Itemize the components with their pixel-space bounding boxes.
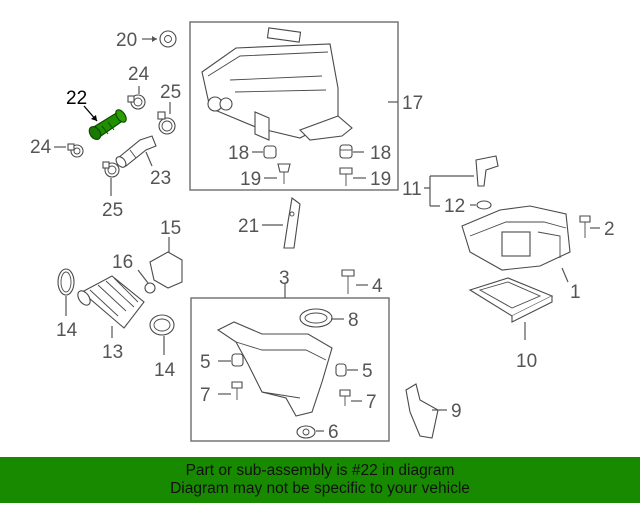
part-20-washer[interactable] [159,30,177,48]
upper-housing-group-box [189,21,399,191]
part-1-air-cleaner-body[interactable] [461,205,571,271]
part-13-intake-bellows[interactable] [75,275,145,329]
callout-16: 16 [112,252,133,273]
callout-10: 10 [516,351,537,372]
part-14-clamp-left[interactable] [57,268,75,296]
part-22-intake-tube-highlighted[interactable] [87,108,128,142]
part-21-bracket[interactable] [283,197,301,249]
part-16-clip[interactable] [144,282,156,294]
part-9-bracket[interactable] [405,383,439,439]
part-6-nut[interactable] [296,425,316,439]
callout-24-upper: 24 [128,64,150,85]
callout-13: 13 [102,342,123,363]
part-14-clamp-right[interactable] [149,314,175,336]
part-19-screw-right[interactable] [339,167,353,186]
callout-5-right: 5 [362,361,373,382]
callout-3: 3 [279,268,290,289]
callout-5-left: 5 [200,352,211,373]
callout-6: 6 [328,422,339,443]
lower-housing-group-box [190,297,390,442]
part-24-clamp-left[interactable] [67,143,84,158]
callout-25-upper: 25 [160,82,181,103]
callout-9: 9 [451,401,462,422]
part-5-grommet-left[interactable] [231,353,244,367]
part-2-screw[interactable] [579,215,591,238]
callout-8: 8 [348,310,359,331]
callout-7-left: 7 [200,385,211,406]
banner-line-2: Diagram may not be specific to your vehi… [170,480,470,497]
part-4-bolt[interactable] [341,269,355,294]
parts-diagram: 20 24 25 22 24 23 25 17 18 18 19 19 21 1… [30,21,615,443]
callout-23: 23 [150,168,171,189]
callout-1: 1 [570,282,581,303]
callout-22-highlighted: 22 [66,88,87,109]
callout-14-left: 14 [56,320,78,341]
callout-20: 20 [116,30,137,51]
part-15-resonator[interactable] [149,251,183,289]
part-25-clamp-lower[interactable] [102,161,120,178]
callout-14-right: 14 [154,360,176,381]
callout-11: 11 [402,179,422,200]
part-8-seal-ring[interactable] [299,308,333,328]
part-17-upper-cover[interactable] [201,27,353,141]
callout-25-lower: 25 [102,200,123,221]
part-3-lower-housing[interactable] [216,321,333,417]
callout-4: 4 [372,276,383,297]
part-18-grommet-right[interactable] [339,144,353,159]
callout-19-right: 19 [370,169,391,190]
callout-7-right: 7 [366,392,377,413]
part-19-screw-left[interactable] [277,163,291,184]
part-24-clamp-upper[interactable] [127,94,146,110]
callout-18-left: 18 [228,143,249,164]
callout-2: 2 [604,219,615,240]
callout-24-left: 24 [30,137,52,158]
notice-banner: Part or sub-assembly is #22 in diagram D… [0,457,640,503]
banner-line-1: Part or sub-assembly is #22 in diagram [185,462,455,479]
callout-19-left: 19 [240,169,261,190]
part-10-air-filter-element[interactable] [468,277,554,323]
part-18-grommet-left[interactable] [263,145,277,159]
callout-12: 12 [444,196,465,217]
part-25-clamp-upper[interactable] [157,111,176,135]
part-7-bolt-right[interactable] [339,389,351,406]
part-7-bolt-left[interactable] [231,381,243,400]
part-23-duct[interactable] [114,135,157,169]
part-12-grommet[interactable] [476,200,492,210]
callout-21: 21 [238,216,259,237]
callout-15: 15 [160,218,181,239]
part-5-grommet-right[interactable] [335,363,347,377]
part-11-sensor[interactable] [475,155,499,187]
callout-17: 17 [402,93,423,114]
callout-18-right: 18 [370,143,391,164]
